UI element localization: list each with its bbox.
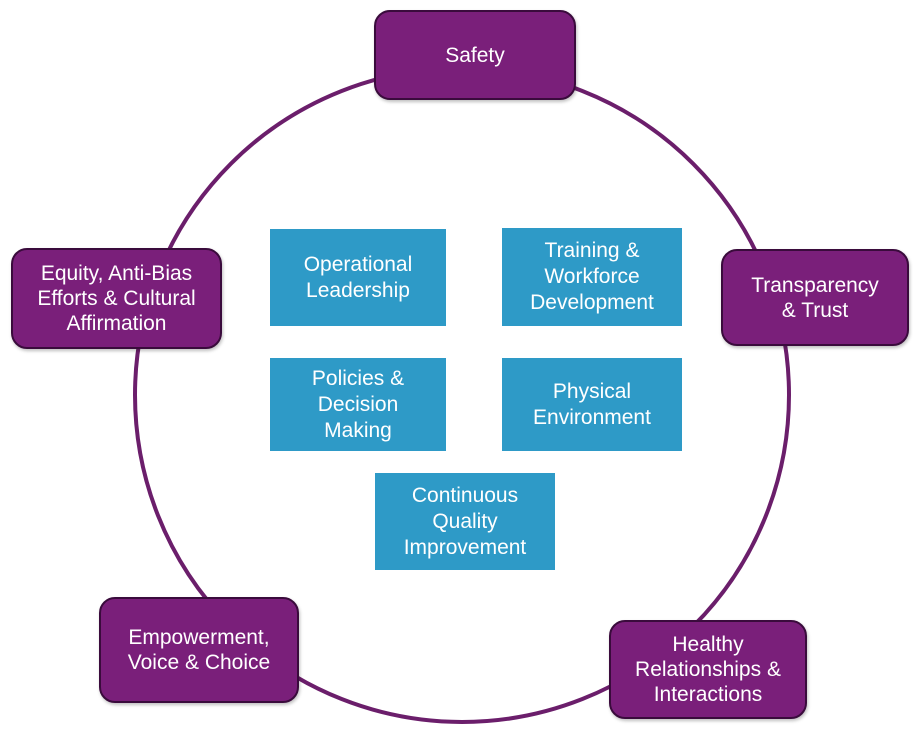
node-transparency-trust: Transparency & Trust bbox=[721, 249, 909, 346]
node-operational-leadership-label: Operational Leadership bbox=[303, 252, 413, 302]
node-safety-label: Safety bbox=[445, 43, 505, 67]
node-continuous-quality-label: Continuous Quality Improvement bbox=[403, 483, 527, 559]
node-healthy-relationships: Healthy Relationships & Interactions bbox=[609, 620, 807, 719]
node-equity-label: Equity, Anti-Bias Efforts & Cultural Aff… bbox=[37, 262, 196, 335]
node-continuous-quality: Continuous Quality Improvement bbox=[375, 473, 555, 570]
node-healthy-relationships-label: Healthy Relationships & Interactions bbox=[635, 633, 781, 706]
node-operational-leadership: Operational Leadership bbox=[270, 229, 446, 326]
node-policies-decision: Policies & Decision Making bbox=[270, 358, 446, 451]
node-transparency-trust-label: Transparency & Trust bbox=[751, 273, 879, 322]
node-training-workforce: Training & Workforce Development bbox=[502, 228, 682, 326]
node-empowerment: Empowerment, Voice & Choice bbox=[99, 597, 299, 703]
node-physical-environment-label: Physical Environment bbox=[533, 379, 651, 429]
node-empowerment-label: Empowerment, Voice & Choice bbox=[127, 626, 271, 674]
node-safety: Safety bbox=[374, 10, 576, 100]
node-training-workforce-label: Training & Workforce Development bbox=[530, 239, 654, 314]
node-policies-decision-label: Policies & Decision Making bbox=[311, 366, 405, 442]
node-equity: Equity, Anti-Bias Efforts & Cultural Aff… bbox=[11, 248, 222, 349]
node-physical-environment: Physical Environment bbox=[502, 358, 682, 451]
